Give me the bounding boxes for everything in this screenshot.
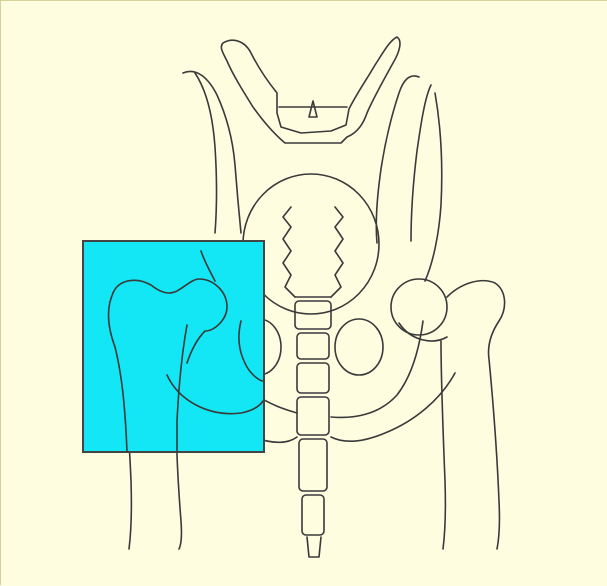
highlight-box — [83, 241, 264, 452]
